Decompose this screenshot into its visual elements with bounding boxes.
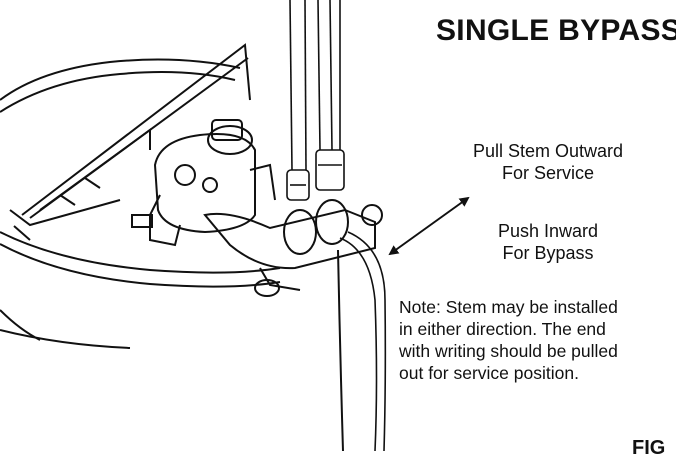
drain-tube <box>339 231 387 452</box>
push-inward-label: Push Inward For Bypass <box>448 220 648 264</box>
brine-tank-rim <box>0 58 281 349</box>
control-valve <box>131 119 276 247</box>
pull-label-line1: Pull Stem Outward <box>472 141 624 161</box>
bypass-valve <box>203 199 383 297</box>
diagram-title: SINGLE BYPASS <box>436 14 676 47</box>
note-line2: in either direction. The end <box>399 319 606 339</box>
tank-body <box>0 249 344 452</box>
lid-flap <box>21 43 251 219</box>
pull-stem-label: Pull Stem Outward For Service <box>448 140 648 184</box>
pull-label-line2: For Service <box>501 163 595 183</box>
note-line3: with writing should be pulled <box>399 341 618 361</box>
figure-label: FIG <box>632 437 666 459</box>
note-line4: out for service position. <box>399 363 579 383</box>
supply-tubes <box>286 0 345 201</box>
double-headed-arrow-icon <box>388 196 470 256</box>
note-line1: Note: Stem may be installed <box>399 297 618 317</box>
installation-note: Note: Stem may be installed in either di… <box>399 296 676 384</box>
push-label-line1: Push Inward <box>497 221 599 241</box>
push-label-line2: For Bypass <box>502 243 594 263</box>
